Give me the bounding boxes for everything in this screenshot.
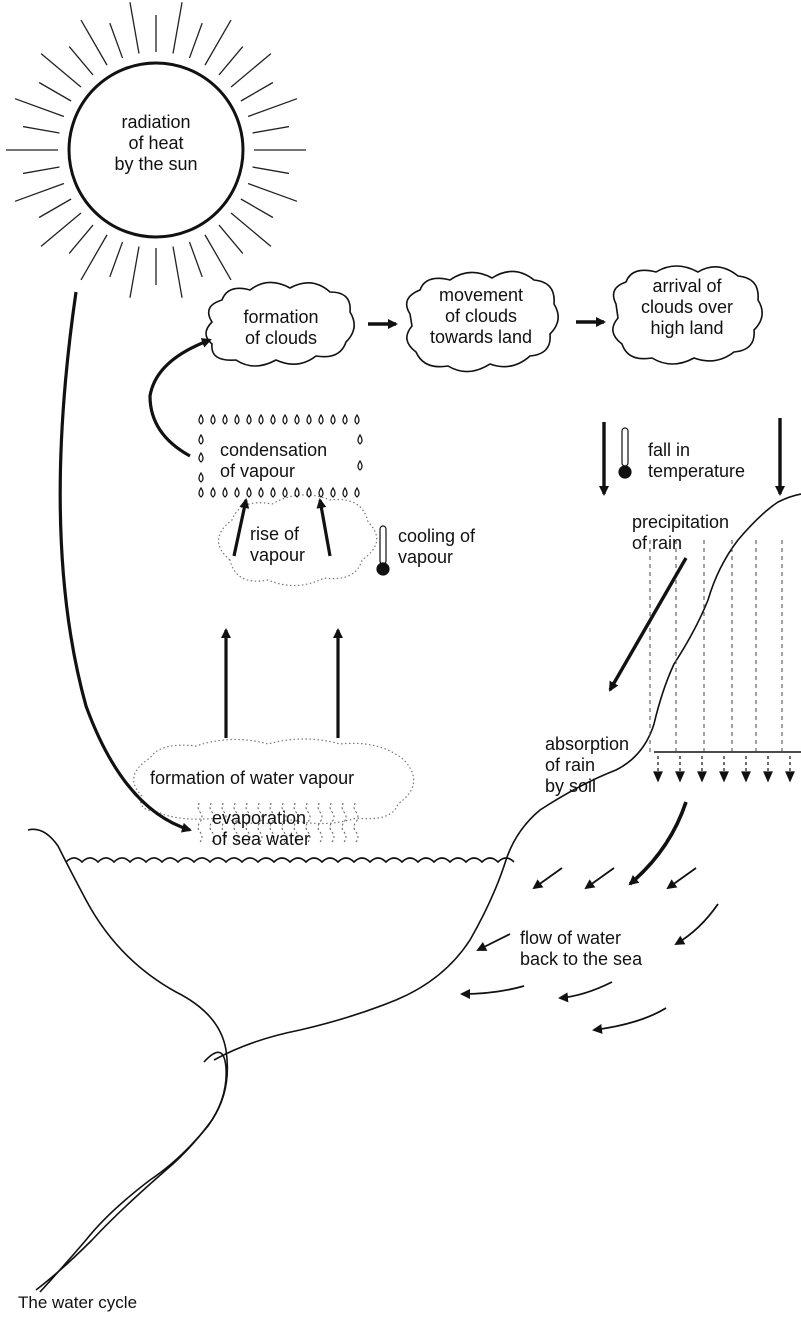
label-formation-of-clouds: formation of clouds	[243, 307, 319, 348]
label-rise-of-vapour: rise of vapour	[250, 524, 306, 565]
label-condensation: condensation of vapour	[220, 440, 328, 481]
figure-caption: The water cycle	[18, 1293, 138, 1312]
label-evaporation: evaporation of sea water	[212, 808, 311, 849]
rain-lines	[649, 540, 783, 752]
cycle-arrows	[58, 291, 785, 1034]
label-flow-of-water: flow of water back to the sea	[520, 928, 643, 969]
droplet-icon	[198, 413, 363, 498]
coastline-left	[27, 828, 229, 1291]
thermometer-icon	[376, 427, 632, 576]
label-movement-of-clouds: movement of clouds towards land	[429, 285, 533, 347]
cloud-arrival	[612, 265, 763, 365]
vapour-rise-cloud	[217, 494, 378, 587]
label-arrival-of-clouds: arrival of clouds over high land	[640, 276, 734, 338]
land-slope	[213, 493, 801, 1061]
sea-surface	[65, 857, 515, 864]
label-precipitation: precipitation of rain	[632, 512, 730, 553]
water-vapour-cloud	[133, 738, 415, 825]
label-fall-in-temperature: fall in temperature	[648, 440, 746, 481]
label-cooling-of-vapour: cooling of vapour	[398, 526, 476, 567]
cloud-movement	[405, 270, 559, 373]
label-formation-of-water-vapour: formation of water vapour	[150, 768, 355, 788]
label-absorption: absorption of rain by soil	[545, 734, 630, 796]
sun-icon	[6, 2, 306, 298]
river	[39, 1051, 227, 1293]
cloud-formation	[205, 281, 355, 367]
label-sun: radiation of heat by the sun	[114, 112, 198, 174]
soil-drainage-arrows	[653, 756, 795, 783]
